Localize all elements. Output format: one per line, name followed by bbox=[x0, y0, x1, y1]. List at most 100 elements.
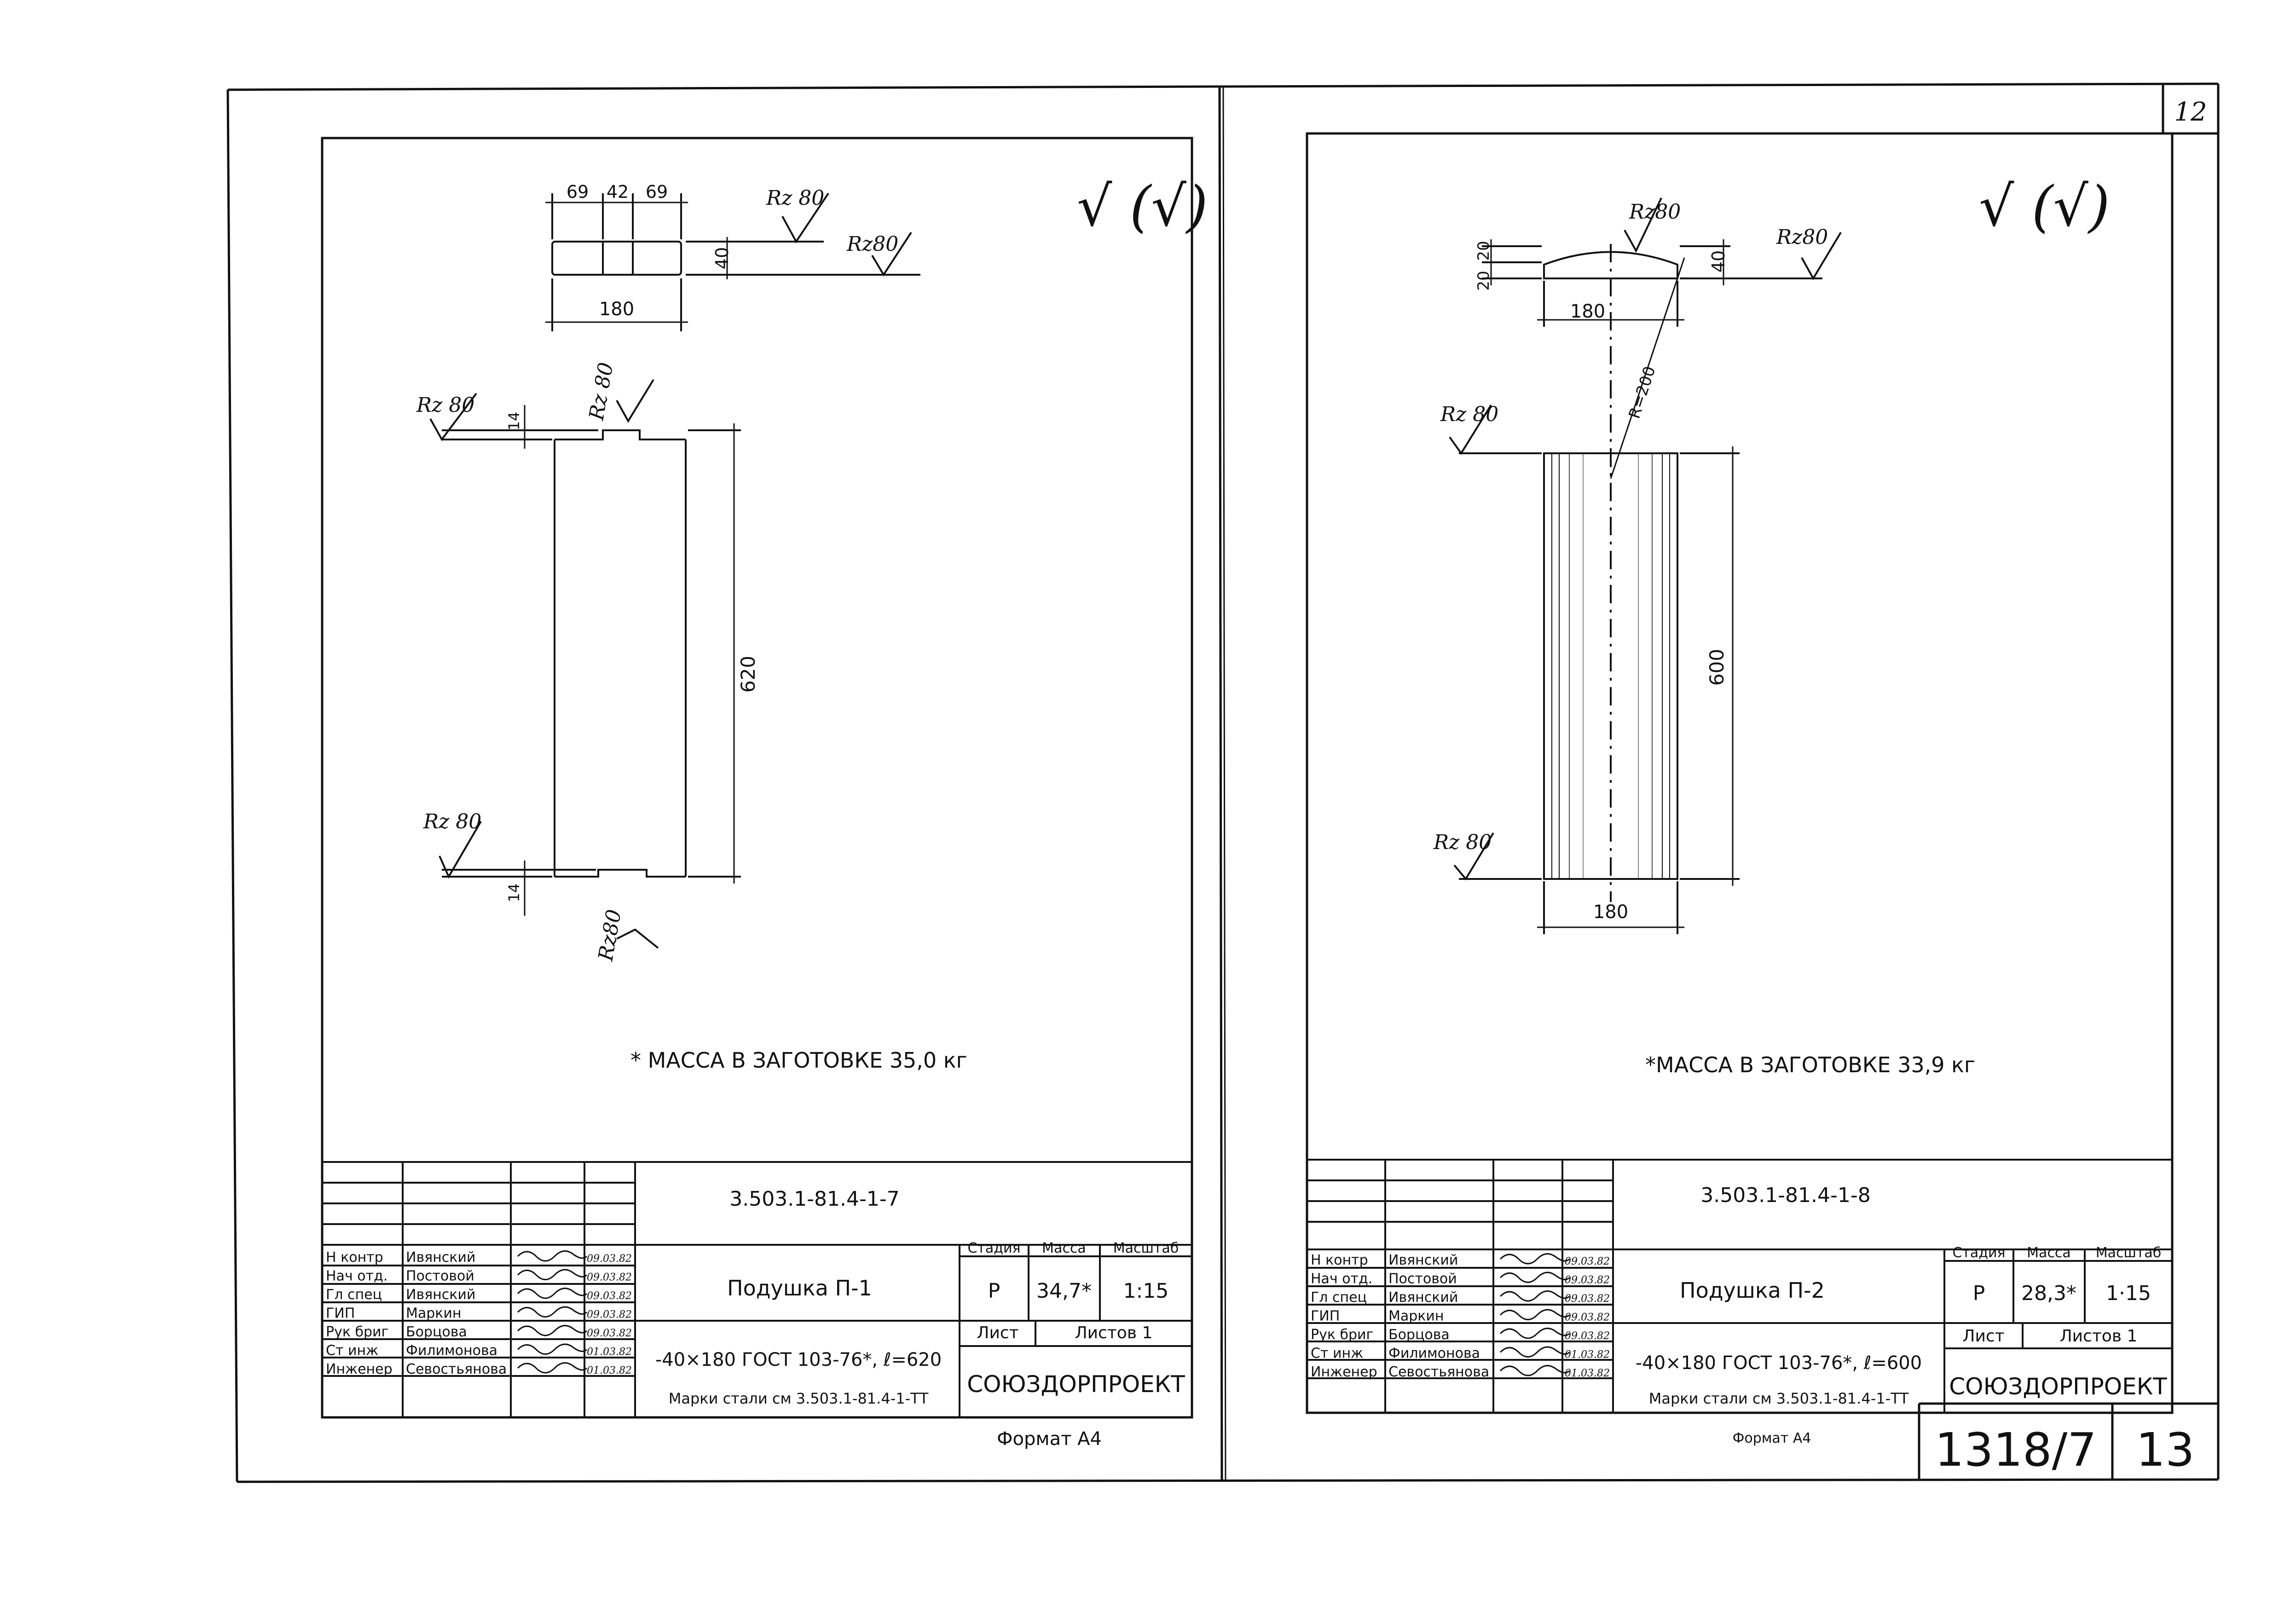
left-scale: 1:15 bbox=[1123, 1279, 1169, 1303]
page-number-top: 12 bbox=[2174, 97, 2207, 127]
right-top-height: 40 bbox=[1708, 250, 1729, 272]
signature-role: Инженер bbox=[1311, 1364, 1377, 1380]
signature-name: Ивянский bbox=[406, 1287, 475, 1303]
right-mass-note: *МАССА В ЗАГОТОВКЕ 33,9 кг bbox=[1645, 1052, 1975, 1077]
outer-frame bbox=[226, 82, 2220, 1483]
right-dim-bottom: 20 bbox=[1475, 271, 1493, 290]
left-roughness-2: Rz80 bbox=[846, 232, 898, 256]
right-organization: СОЮЗДОРПРОЕКТ bbox=[1949, 1373, 2167, 1400]
signature-role: ГИП bbox=[1311, 1308, 1340, 1324]
signature-date: 09.03.82 bbox=[1565, 1275, 1610, 1286]
right-steel-grade: Марки стали см 3.503.1-81.4-1-ТТ bbox=[1649, 1390, 1909, 1407]
signature-date: 09.03.82 bbox=[1565, 1312, 1610, 1323]
right-roughness-2: Rz80 bbox=[1776, 225, 1828, 249]
signature-scribble bbox=[1499, 1271, 1570, 1283]
left-top-height: 40 bbox=[712, 247, 732, 269]
signature-role: Гл спец bbox=[1311, 1289, 1367, 1306]
signature-date: 01.03.82 bbox=[587, 1347, 632, 1358]
left-stage-header: Стадия bbox=[967, 1240, 1020, 1256]
signature-role: Гл спец bbox=[326, 1287, 382, 1303]
signature-role: ГИП bbox=[326, 1306, 355, 1322]
signature-date: 09.03.82 bbox=[1565, 1256, 1610, 1267]
left-title-block bbox=[322, 1161, 1192, 1417]
signature-name: Севостьянова bbox=[1388, 1364, 1489, 1380]
signature-date: 09.03.82 bbox=[1565, 1293, 1610, 1305]
left-notch-bottom: 14 bbox=[505, 884, 523, 902]
signature-role: Ст инж bbox=[326, 1343, 378, 1359]
left-mass: 34,7* bbox=[1036, 1279, 1092, 1303]
signature-role: Рук бриг bbox=[1311, 1327, 1373, 1343]
signature-scribble bbox=[1499, 1309, 1570, 1320]
right-side-width: 180 bbox=[1593, 902, 1628, 923]
left-material: -40×180 ГОСТ 103-76*, ℓ=620 bbox=[655, 1349, 942, 1370]
signature-name: Борцова bbox=[406, 1324, 467, 1340]
signature-name: Севостьянова bbox=[406, 1361, 507, 1377]
left-mass-note: * МАССА В ЗАГОТОВКЕ 35,0 кг bbox=[630, 1048, 967, 1073]
signature-date: 09.03.82 bbox=[587, 1290, 632, 1302]
left-sheet-border bbox=[321, 137, 1193, 1419]
footer-code: 1318/7 bbox=[1935, 1423, 2097, 1477]
right-roughness-1: Rz80 bbox=[1629, 200, 1681, 224]
left-stage: Р bbox=[988, 1279, 1000, 1303]
footer-box bbox=[1918, 1402, 2218, 1480]
left-dim-b: 42 bbox=[607, 182, 629, 202]
signature-scribble bbox=[1499, 1346, 1570, 1358]
left-top-width: 180 bbox=[599, 299, 634, 320]
signature-date: 09.03.82 bbox=[587, 1328, 632, 1339]
right-sheets-label: Листов 1 bbox=[2060, 1327, 2138, 1346]
signature-name: Постовой bbox=[1388, 1271, 1457, 1287]
footer-page: 13 bbox=[2136, 1423, 2194, 1477]
signature-scribble bbox=[1499, 1365, 1570, 1376]
signature-role: Рук бриг bbox=[326, 1324, 388, 1340]
left-format: Формат А4 bbox=[997, 1428, 1102, 1450]
right-side-view bbox=[1449, 404, 1740, 934]
right-scale: 1·15 bbox=[2106, 1282, 2151, 1305]
left-side-view bbox=[429, 379, 741, 949]
signature-name: Ивянский bbox=[406, 1249, 475, 1266]
right-check-mark: √ (√) bbox=[1979, 175, 2110, 239]
right-stage-header: Стадия bbox=[1952, 1245, 2005, 1261]
signature-name: Маркин bbox=[1388, 1308, 1444, 1324]
signature-name: Филимонова bbox=[1388, 1346, 1480, 1362]
left-side-length: 620 bbox=[737, 656, 759, 693]
left-dim-c: 69 bbox=[646, 182, 668, 202]
signature-scribble bbox=[517, 1325, 588, 1336]
right-material: -40×180 ГОСТ 103-76*, ℓ=600 bbox=[1636, 1352, 1922, 1374]
right-roughness-top: Rz 80 bbox=[1440, 403, 1498, 426]
right-title-block bbox=[1307, 1159, 2172, 1413]
right-top-view bbox=[1482, 197, 1842, 479]
right-part-name: Подушка П-2 bbox=[1680, 1278, 1825, 1303]
left-sheets-label: Листов 1 bbox=[1075, 1323, 1153, 1342]
signature-date: 09.03.82 bbox=[587, 1253, 632, 1265]
signature-name: Филимонова bbox=[406, 1343, 497, 1359]
signature-date: 01.03.82 bbox=[587, 1365, 632, 1376]
left-part-name: Подушка П-1 bbox=[727, 1276, 872, 1300]
left-dim-a: 69 bbox=[567, 182, 589, 202]
right-top-width: 180 bbox=[1570, 301, 1605, 322]
signature-scribble bbox=[517, 1306, 588, 1318]
left-sheet-label: Лист bbox=[977, 1323, 1018, 1342]
signature-role: Инженер bbox=[326, 1361, 393, 1377]
left-check-mark: √ (√) bbox=[1077, 175, 1208, 239]
signature-name: Ивянский bbox=[1388, 1289, 1458, 1306]
signature-role: Н контр bbox=[1311, 1252, 1368, 1268]
signature-scribble bbox=[517, 1269, 588, 1280]
signature-date: 09.03.82 bbox=[587, 1272, 632, 1283]
signature-scribble bbox=[517, 1288, 588, 1299]
signature-role: Нач отд. bbox=[326, 1268, 387, 1284]
signature-name: Борцова bbox=[1388, 1327, 1450, 1343]
right-scale-header: Масштаб bbox=[2096, 1245, 2162, 1261]
right-roughness-bottom: Rz 80 bbox=[1433, 831, 1492, 854]
left-roughness-tr: Rz 80 bbox=[584, 361, 618, 422]
right-dim-top: 20 bbox=[1475, 241, 1493, 260]
right-sheet-border bbox=[1306, 132, 2174, 1414]
left-notch-top: 14 bbox=[505, 412, 523, 431]
signature-name: Ивянский bbox=[1388, 1252, 1458, 1268]
signature-name: Постовой bbox=[406, 1268, 474, 1284]
left-mass-header: Масса bbox=[1042, 1240, 1086, 1256]
left-organization: СОЮЗДОРПРОЕКТ bbox=[967, 1371, 1185, 1398]
signature-date: 01.03.82 bbox=[1565, 1349, 1610, 1361]
signature-name: Маркин bbox=[406, 1306, 462, 1322]
